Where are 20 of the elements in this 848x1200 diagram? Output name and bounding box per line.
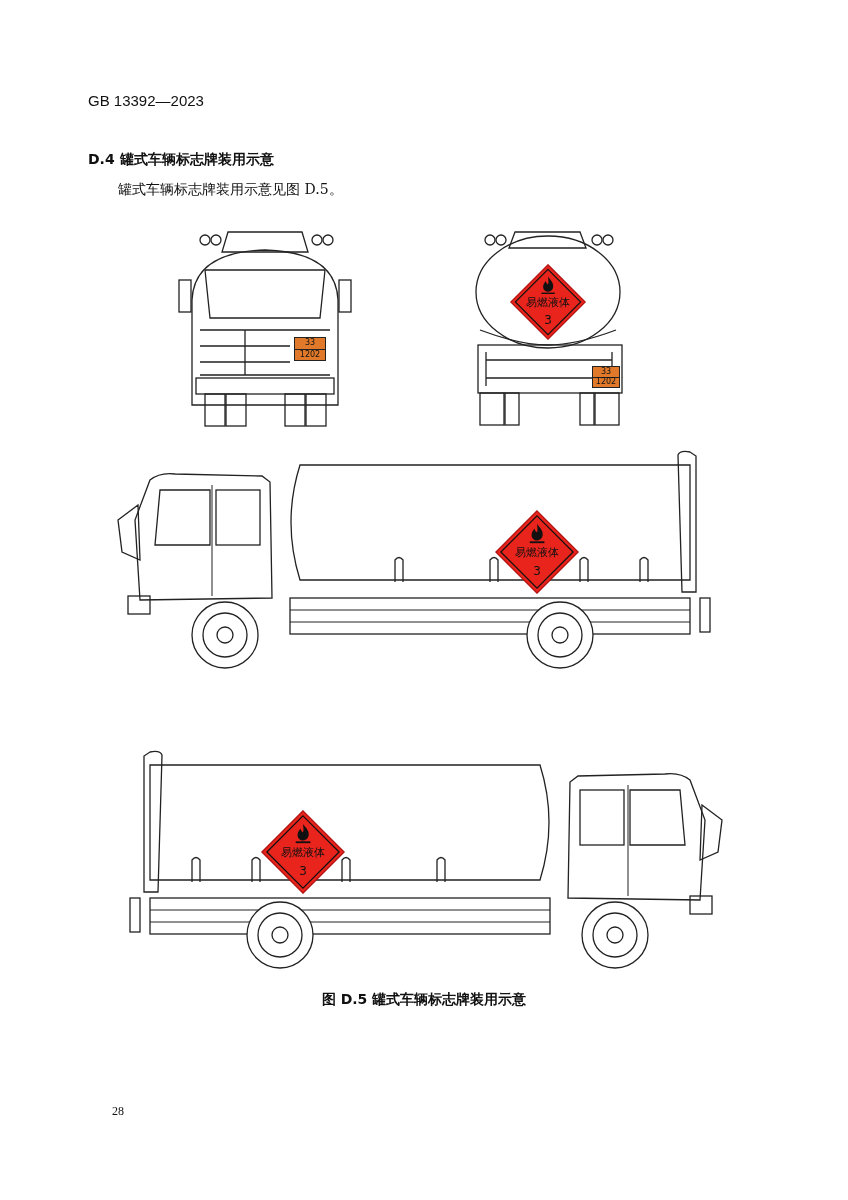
hazard-number: 33 (303, 338, 317, 349)
section-heading: D.4 罐式车辆标志牌装用示意 (88, 151, 274, 169)
body-text: 罐式车辆标志牌装用示意见图 D.5。 (118, 181, 343, 199)
hazard-class-number: 3 (299, 865, 307, 878)
page-number: 28 (112, 1104, 124, 1119)
un-number: 1202 (295, 348, 325, 360)
hazard-diamond (495, 510, 579, 594)
standard-number: GB 13392—2023 (88, 92, 204, 109)
hazard-diamond (261, 810, 345, 894)
hazard-class-name: 易燃液体 (515, 546, 559, 558)
hazard-class-number: 3 (533, 565, 541, 578)
un-number: 1202 (593, 376, 619, 387)
hazard-class-name: 易燃液体 (526, 297, 570, 309)
hazard-placard (294, 337, 326, 361)
hazard-diamond (510, 264, 586, 340)
hazard-number: 33 (599, 367, 613, 377)
figure-caption: 图 D.5 罐式车辆标志牌装用示意 (321, 991, 527, 1009)
hazard-placard (592, 366, 620, 388)
hazard-class-number: 3 (544, 314, 552, 327)
hazard-class-name: 易燃液体 (281, 846, 325, 858)
